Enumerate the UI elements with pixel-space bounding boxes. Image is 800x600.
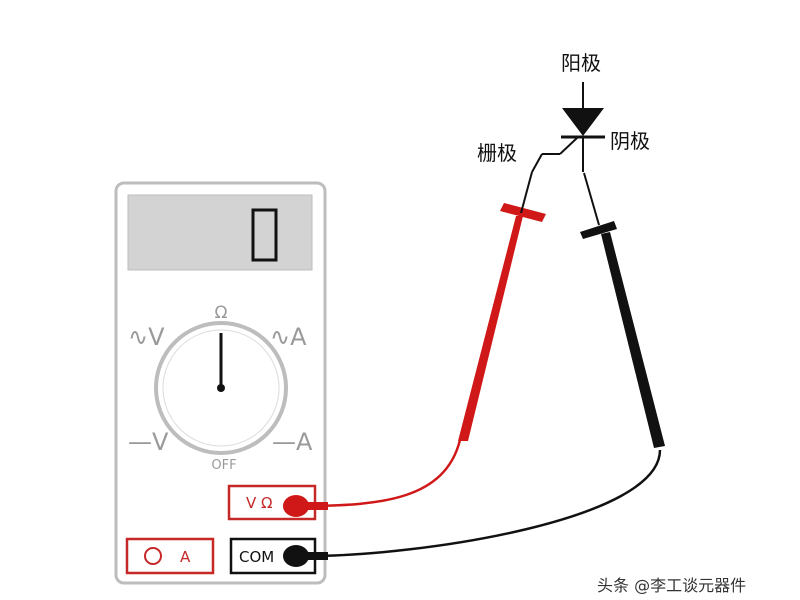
multimeter: 0 Ω ∿V ∿A —V —A OFF V Ω A COM	[114, 181, 327, 585]
red-probe-handle	[458, 216, 523, 441]
port-vohm-label: V Ω	[246, 494, 273, 512]
port-amp[interactable]: A	[125, 537, 215, 575]
lcd-digit-zero	[251, 208, 278, 262]
dial-label-dc-amps: —A	[272, 428, 313, 456]
black-probe-plug-neck	[306, 552, 328, 560]
black-probe-plug	[283, 545, 309, 567]
red-probe[interactable]	[283, 171, 546, 517]
scr-gate-lead-diag	[559, 137, 578, 155]
port-amp-label: A	[180, 548, 191, 566]
label-anode: 阳极	[561, 51, 601, 75]
black-probe-cable	[307, 449, 662, 558]
label-cathode: 阴极	[610, 129, 650, 153]
dial-pivot	[217, 384, 225, 392]
black-probe-guard	[580, 221, 617, 239]
watermark: 头条 @李工谈元器件	[597, 576, 746, 595]
black-probe[interactable]	[283, 172, 665, 567]
scr-symbol	[531, 82, 605, 173]
red-probe-plug	[283, 495, 309, 517]
red-probe-cable	[309, 439, 462, 508]
scr-gate-lead-to-probe	[531, 153, 543, 173]
lcd-screen	[127, 194, 313, 271]
dial-label-dc-volts: —V	[128, 428, 169, 456]
port-amp-jack	[144, 547, 162, 565]
scr-diode-triangle	[562, 108, 604, 136]
red-probe-plug-neck	[306, 502, 328, 510]
red-probe-tip	[520, 171, 533, 214]
dial-label-ac-volts: ∿V	[128, 323, 165, 351]
label-gate: 栅极	[477, 141, 517, 165]
black-probe-handle	[601, 232, 665, 448]
port-com-label: COM	[239, 548, 274, 566]
black-probe-tip	[583, 172, 600, 226]
dial-label-ac-amps: ∿A	[270, 323, 307, 351]
rotary-dial-inner-ring	[162, 329, 280, 447]
dial-label-off: OFF	[211, 458, 236, 473]
red-probe-guard	[500, 203, 546, 222]
dial-label-ohm: Ω	[215, 303, 228, 323]
